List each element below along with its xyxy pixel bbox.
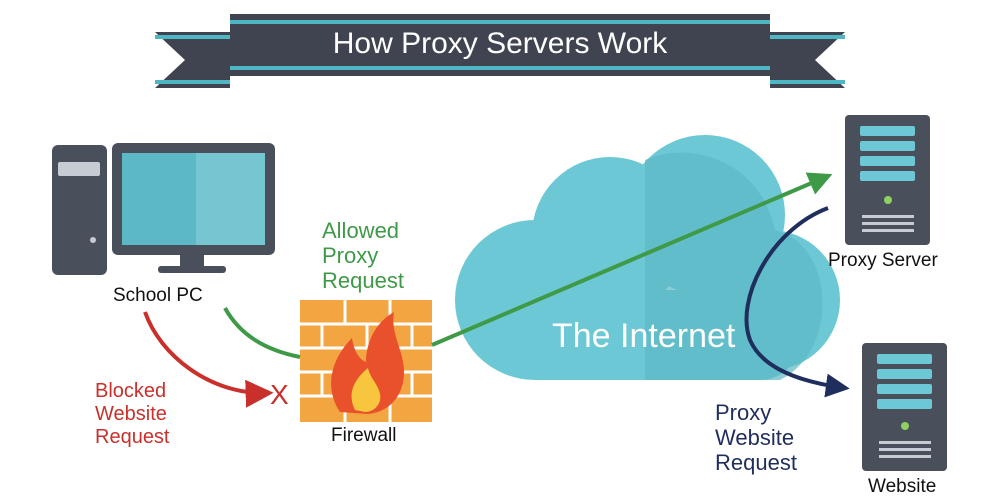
- proxy-server-label: Proxy Server: [828, 250, 938, 271]
- proxy-server-icon: [845, 115, 930, 245]
- proxy-website-request-arrow: [744, 206, 850, 398]
- banner-left-tail: [155, 32, 230, 88]
- banner-right-tail: [770, 32, 845, 88]
- school-pc-icon: [52, 143, 275, 275]
- website-label: Website: [868, 476, 937, 497]
- internet-label: The Internet: [552, 317, 736, 355]
- blocked-x-mark: X: [270, 379, 289, 410]
- allowed-request-arrow-out: [431, 172, 833, 347]
- allowed-request-arrow-in: [223, 307, 301, 359]
- firewall-icon: [300, 300, 432, 422]
- banner-body: [230, 14, 770, 76]
- blocked-request-arrow: [143, 311, 274, 408]
- school-pc-label: School PC: [113, 285, 203, 306]
- website-server-icon: [862, 343, 947, 471]
- firewall-label: Firewall: [331, 425, 397, 446]
- proxy-website-request-label: Proxy Website Request: [715, 400, 797, 475]
- flame-icon: [331, 312, 404, 414]
- title-banner: [155, 14, 845, 88]
- page-title: How Proxy Servers Work: [332, 27, 668, 60]
- blocked-request-label: Blocked Website Request: [95, 380, 170, 448]
- allowed-request-label: Allowed Proxy Request: [322, 218, 404, 293]
- internet-cloud: [455, 135, 840, 380]
